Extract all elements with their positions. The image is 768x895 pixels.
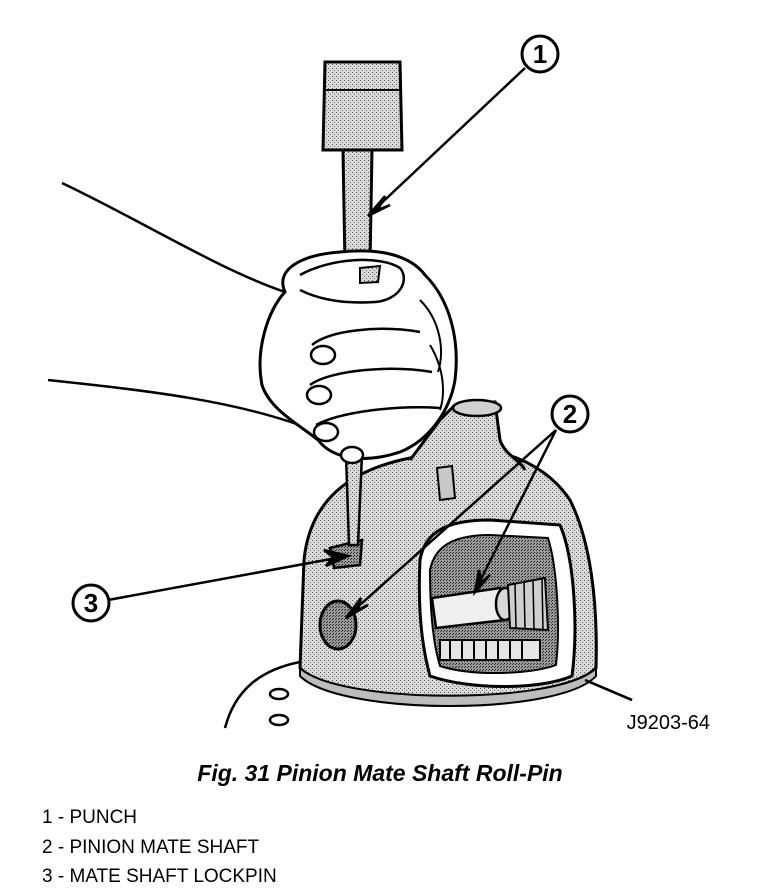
differential-illustration: 1 2 3 J9203-64 bbox=[47, 34, 710, 734]
legend-list: 1 - PUNCH 2 - PINION MATE SHAFT 3 - MATE… bbox=[42, 806, 277, 895]
leader-lines bbox=[107, 67, 633, 702]
fist bbox=[258, 249, 458, 465]
legend-item-pinion-mate-shaft: 2 - PINION MATE SHAFT bbox=[42, 836, 260, 858]
callout-1: 1 bbox=[520, 34, 560, 74]
svg-text:2: 2 bbox=[563, 399, 577, 429]
callout-3: 3 bbox=[71, 583, 111, 623]
legend-item-mate-shaft-lockpin: 3 - MATE SHAFT LOCKPIN bbox=[42, 866, 277, 887]
svg-text:3: 3 bbox=[84, 588, 98, 618]
callout-2: 2 bbox=[550, 394, 590, 434]
svg-text:1: 1 bbox=[533, 39, 547, 69]
arms bbox=[47, 181, 319, 434]
figure-caption: Fig. 31 Pinion Mate Shaft Roll-Pin bbox=[197, 760, 563, 786]
legend-item-punch: 1 - PUNCH bbox=[42, 807, 138, 828]
differential-case bbox=[298, 398, 598, 707]
drawing-code: J9203-64 bbox=[627, 712, 710, 734]
